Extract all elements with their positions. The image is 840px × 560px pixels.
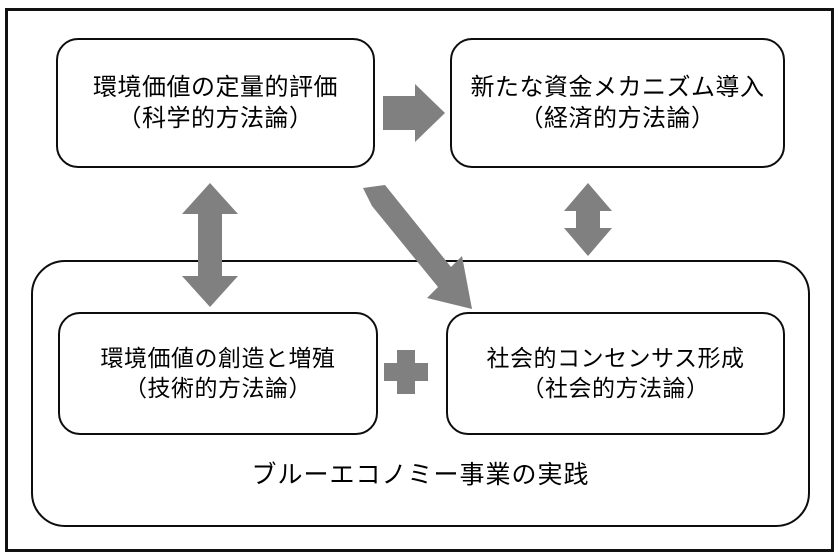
- node-quantitative-evaluation-line2: （科学的方法論）: [117, 105, 314, 132]
- node-new-funding-mechanism-line1: 新たな資金メカニズム導入: [470, 73, 765, 101]
- node-quantitative-evaluation: 環境価値の定量的評価 （科学的方法論）: [56, 38, 375, 168]
- node-social-consensus-line2: （社会的方法論）: [521, 374, 710, 401]
- node-new-funding-mechanism: 新たな資金メカニズム導入 （経済的方法論）: [450, 38, 785, 168]
- node-social-consensus: 社会的コンセンサス形成 （社会的方法論）: [446, 312, 785, 435]
- node-social-consensus-line1: 社会的コンセンサス形成: [486, 344, 745, 371]
- node-value-creation-line2: （技術的方法論）: [124, 374, 312, 401]
- node-value-creation: 環境価値の創造と増殖 （技術的方法論）: [58, 312, 378, 435]
- node-quantitative-evaluation-line1: 環境価値の定量的評価: [93, 73, 338, 101]
- node-value-creation-line1: 環境価値の創造と増殖: [100, 344, 336, 371]
- practice-caption: ブルーエコノミー事業の実践: [251, 461, 590, 489]
- node-new-funding-mechanism-line2: （経済的方法論）: [519, 105, 716, 132]
